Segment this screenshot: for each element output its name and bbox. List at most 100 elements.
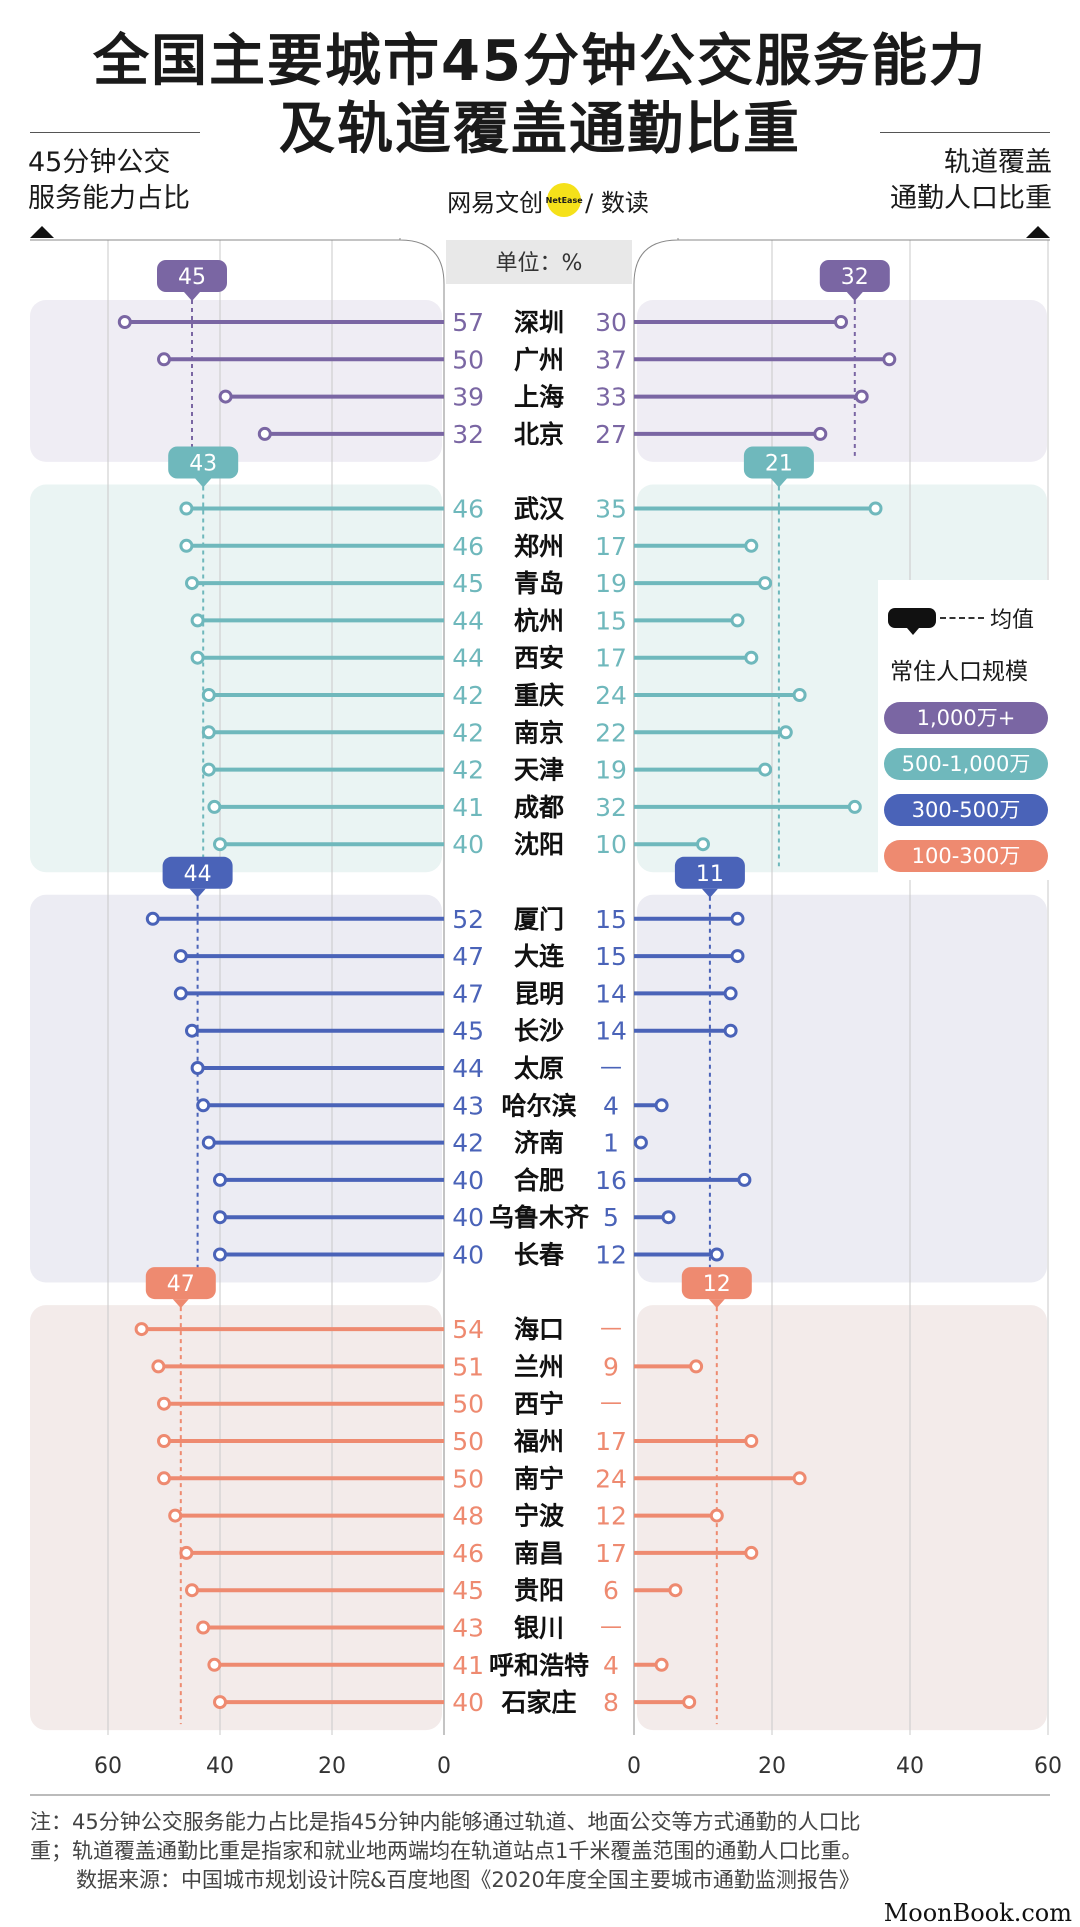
left-dot xyxy=(185,1583,199,1598)
right-dot xyxy=(730,949,745,964)
city-name: 深圳 xyxy=(514,308,564,337)
city-name: 成都 xyxy=(514,793,564,822)
city-name: 沈阳 xyxy=(514,830,564,859)
right-dot xyxy=(723,1023,738,1038)
right-value-missing: — xyxy=(600,1391,622,1416)
right-value: 5 xyxy=(603,1203,619,1232)
city-name: 贵阳 xyxy=(514,1576,564,1605)
left-dot xyxy=(190,1061,205,1075)
left-dot xyxy=(213,1695,227,1710)
left-axis-title: 45分钟公交 服务能力占比 xyxy=(28,145,190,217)
right-value: 10 xyxy=(595,830,627,859)
frame-right-curve xyxy=(633,238,679,285)
left-dot xyxy=(213,1172,227,1187)
left-value: 41 xyxy=(452,793,484,822)
left-dot xyxy=(213,837,227,852)
left-dot xyxy=(196,1098,211,1113)
left-value: 42 xyxy=(452,1129,484,1158)
left-value: 54 xyxy=(452,1315,484,1344)
right-mean-label: 11 xyxy=(696,862,724,887)
left-dot xyxy=(173,949,188,964)
right-dot xyxy=(633,1135,648,1150)
left-value: 39 xyxy=(452,383,484,412)
right-mean-label: 32 xyxy=(841,265,869,290)
left-dot xyxy=(151,1359,166,1374)
right-value: 8 xyxy=(603,1688,619,1717)
city-name: 武汉 xyxy=(514,495,565,524)
left-value: 45 xyxy=(452,1017,484,1046)
brand-logo: 网易文创 NetEase / 数读 xyxy=(438,182,658,218)
right-dot xyxy=(730,613,745,628)
right-rule xyxy=(880,132,1050,133)
left-dot xyxy=(201,688,216,702)
left-dot xyxy=(257,426,272,441)
group-bg-right xyxy=(637,300,1047,462)
left-tick-label: 0 xyxy=(437,1754,451,1779)
right-value: 15 xyxy=(595,905,627,934)
right-value: 17 xyxy=(595,532,627,561)
note-line1: 注：45分钟公交服务能力占比是指45分钟内能够通过轨道、地面公交等方式通勤的人口… xyxy=(30,1810,861,1834)
left-dot xyxy=(190,613,205,628)
left-value: 48 xyxy=(452,1502,484,1531)
city-name: 青岛 xyxy=(514,569,564,598)
right-dot xyxy=(682,1695,697,1710)
left-value: 32 xyxy=(452,420,484,449)
right-dot xyxy=(758,576,773,591)
left-dot xyxy=(185,1023,199,1038)
left-mean-bubble xyxy=(157,260,227,292)
legend-mean: 均值 xyxy=(888,602,1034,635)
right-tick-label: 20 xyxy=(758,1754,786,1779)
right-dot xyxy=(696,837,710,852)
right-dot xyxy=(792,688,807,702)
left-value: 50 xyxy=(452,1464,484,1493)
left-mean-pointer xyxy=(195,478,212,488)
city-name: 哈尔滨 xyxy=(501,1091,576,1120)
left-dot xyxy=(173,986,188,1001)
right-value: 35 xyxy=(595,495,627,524)
right-dot xyxy=(868,501,883,516)
right-value: 22 xyxy=(595,718,627,747)
left-dot xyxy=(207,1657,222,1672)
right-value: 30 xyxy=(595,308,627,337)
city-name: 杭州 xyxy=(514,606,564,635)
chart-title-line1: 全国主要城市45分钟公交服务能力 xyxy=(93,29,987,94)
left-mean-label: 45 xyxy=(178,265,206,290)
right-mean-pointer xyxy=(701,888,718,898)
right-axis-title: 轨道覆盖 通勤人口比重 xyxy=(890,145,1052,217)
left-value: 50 xyxy=(452,1390,484,1419)
left-value: 47 xyxy=(452,979,484,1008)
left-axis-title-line2: 服务能力占比 xyxy=(28,183,190,214)
right-value-missing: — xyxy=(600,1615,622,1640)
right-value: 33 xyxy=(595,383,627,412)
city-name: 大连 xyxy=(514,942,565,971)
city-name: 宁波 xyxy=(514,1502,565,1531)
left-value: 40 xyxy=(452,830,484,859)
city-name: 兰州 xyxy=(514,1352,564,1381)
left-value: 47 xyxy=(452,942,484,971)
right-value: 19 xyxy=(595,569,627,598)
left-mean-bubble xyxy=(162,856,233,889)
right-dot xyxy=(730,911,745,926)
legend-pill-500-1000: 500-1,000万 xyxy=(884,748,1048,780)
left-value: 42 xyxy=(452,681,484,710)
right-dot xyxy=(792,1471,807,1486)
city-name: 乌鲁木齐 xyxy=(489,1203,590,1232)
left-rule xyxy=(30,132,200,133)
right-value: 1 xyxy=(603,1129,619,1158)
group-bg-left xyxy=(30,484,442,873)
right-value: 15 xyxy=(595,942,627,971)
right-dot xyxy=(723,986,738,1001)
city-name: 南昌 xyxy=(514,1539,564,1568)
left-value: 42 xyxy=(452,718,484,747)
frame-left-curve xyxy=(399,238,445,285)
city-name: 重庆 xyxy=(514,681,564,710)
watermark: MoonBook.com xyxy=(883,1899,1072,1927)
left-value: 40 xyxy=(452,1688,484,1717)
legend-scale-title: 常住人口规模 xyxy=(890,659,1028,685)
right-dot xyxy=(744,1545,759,1560)
city-name: 天津 xyxy=(514,756,564,785)
left-mean-pointer xyxy=(172,1299,189,1309)
left-value: 46 xyxy=(452,532,484,561)
left-dot xyxy=(168,1508,183,1523)
left-dot xyxy=(201,1135,216,1150)
